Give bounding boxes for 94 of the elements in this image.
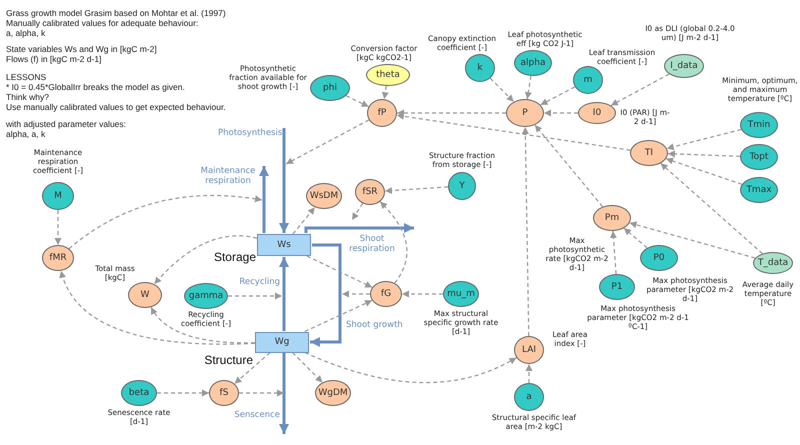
- edge-label: Shoot growth: [346, 320, 404, 330]
- dashed-arrow: [402, 290, 443, 298]
- variable-ellipse: LAI: [514, 336, 544, 364]
- note-text: Use manually calibrated values to get expected behaviour.: [6, 102, 226, 112]
- parameter-ellipse: M: [42, 182, 74, 210]
- variable-ellipse: fP: [367, 99, 397, 127]
- variable-ellipse: fSR: [355, 179, 385, 205]
- stock-box: Ws: [257, 234, 311, 256]
- dashed-arrow: [660, 162, 763, 254]
- parameter-ellipse: m: [573, 66, 603, 94]
- dashed-arrow: [292, 352, 323, 383]
- variable-ellipse: I0: [578, 102, 616, 124]
- flow-arrow: [259, 166, 269, 233]
- variable-ellipse: fS: [209, 380, 239, 406]
- stock-title: Structure: [203, 353, 253, 367]
- parameter-ellipse: beta: [121, 380, 157, 406]
- dashed-arrow: [380, 201, 408, 284]
- dashed-arrow: [668, 150, 740, 158]
- variable-ellipse: P: [506, 99, 544, 127]
- variable-ellipse: Pm: [593, 205, 631, 231]
- variable-ellipse: fMR: [42, 245, 74, 271]
- stock-title: Storage: [212, 250, 256, 264]
- parameter-ellipse: mu_m: [443, 281, 479, 307]
- dashed-arrow: [396, 112, 631, 151]
- stock-box: Wg: [255, 332, 309, 352]
- note-text: Manually calibrated values for adequate behaviour:: [6, 18, 198, 28]
- dashed-arrow: [352, 203, 364, 220]
- note-text: * I0 = 0.45*GlobalIrr breaks the model as given.: [6, 82, 185, 92]
- dashed-arrow: [524, 76, 532, 100]
- flow-arrow: [304, 223, 414, 233]
- parameter-ellipse: P0: [640, 245, 678, 271]
- dashed-arrow: [610, 74, 670, 106]
- dashed-arrow: [239, 390, 284, 396]
- dashed-arrow: [306, 255, 372, 288]
- parameter-ellipse: a: [514, 383, 544, 411]
- flow-arrow: [279, 257, 289, 331]
- note-text: alpha, a, k: [6, 129, 46, 139]
- parameter-ellipse: phi: [310, 75, 350, 101]
- dashed-arrow: [397, 110, 506, 116]
- note-text: a, alpha, k: [6, 28, 46, 38]
- note-text: LESSONS: [6, 72, 46, 82]
- parameter-ellipse: P1: [599, 274, 635, 300]
- dashed-arrow: [304, 352, 517, 384]
- dashed-arrow: [304, 300, 372, 332]
- dashed-arrow: [534, 124, 604, 208]
- edge-label: Photosynthesis: [218, 128, 280, 138]
- dashed-arrow: [544, 110, 578, 116]
- dashed-arrow: [346, 95, 369, 108]
- dashed-arrow: [157, 390, 209, 396]
- parameter-ellipse: gamma: [184, 283, 228, 309]
- dashed-arrow: [629, 221, 756, 259]
- variable-ellipse: WsDM: [306, 183, 342, 209]
- dashed-arrow: [382, 86, 389, 100]
- variable-ellipse: fG: [370, 281, 402, 307]
- data-ellipse: I_data: [664, 54, 704, 78]
- dashed-arrow: [522, 126, 530, 336]
- flow-arrow: [279, 353, 289, 434]
- note-text: with adjusted parameter values:: [6, 119, 126, 129]
- data-ellipse: T_data: [753, 252, 793, 274]
- dashed-arrow: [490, 78, 514, 102]
- parameter-ellipse: Tmin: [740, 112, 778, 138]
- variable-ellipse: WgDM: [315, 380, 351, 406]
- note-text: Flows (f) in [kgC m-2 d-1]: [6, 54, 102, 64]
- dashed-arrow: [68, 194, 262, 250]
- dashed-arrow: [384, 186, 448, 194]
- dashed-arrow: [526, 364, 532, 383]
- note-text: Grass growth model Grasim based on Mohtar et al. (1997): [6, 8, 226, 18]
- constant-ellipse: theta: [366, 64, 410, 86]
- dashed-arrow: [624, 228, 648, 248]
- dashed-arrow: [60, 270, 256, 345]
- variable-ellipse: W: [128, 282, 162, 308]
- dashed-arrow: [666, 158, 742, 185]
- dashed-arrow: [610, 230, 617, 274]
- dashed-arrow: [292, 206, 316, 234]
- dashed-arrow: [154, 235, 258, 285]
- flow-arrow: [310, 244, 342, 347]
- dashed-arrow: [228, 292, 282, 300]
- flow-arrow: [279, 128, 289, 233]
- dashed-arrow: [234, 352, 270, 384]
- dashed-arrow: [150, 306, 255, 344]
- dashed-arrow: [342, 290, 370, 298]
- parameter-ellipse: Topt: [740, 144, 778, 170]
- dashed-arrow: [54, 210, 62, 245]
- parameter-ellipse: Tmax: [740, 177, 778, 203]
- dashed-arrow: [286, 119, 370, 165]
- note-text: Think why?: [6, 92, 49, 102]
- variable-ellipse: TI: [630, 140, 668, 166]
- edge-label: Maintenance respiration: [198, 166, 258, 186]
- dashed-arrow: [540, 86, 576, 106]
- parameter-ellipse: alpha: [514, 50, 552, 76]
- dashed-arrow: [666, 128, 742, 150]
- parameter-ellipse: k: [465, 54, 495, 82]
- parameter-ellipse: Y: [448, 172, 476, 200]
- note-text: State variables Ws and Wg in [kgC m-2]: [6, 44, 157, 54]
